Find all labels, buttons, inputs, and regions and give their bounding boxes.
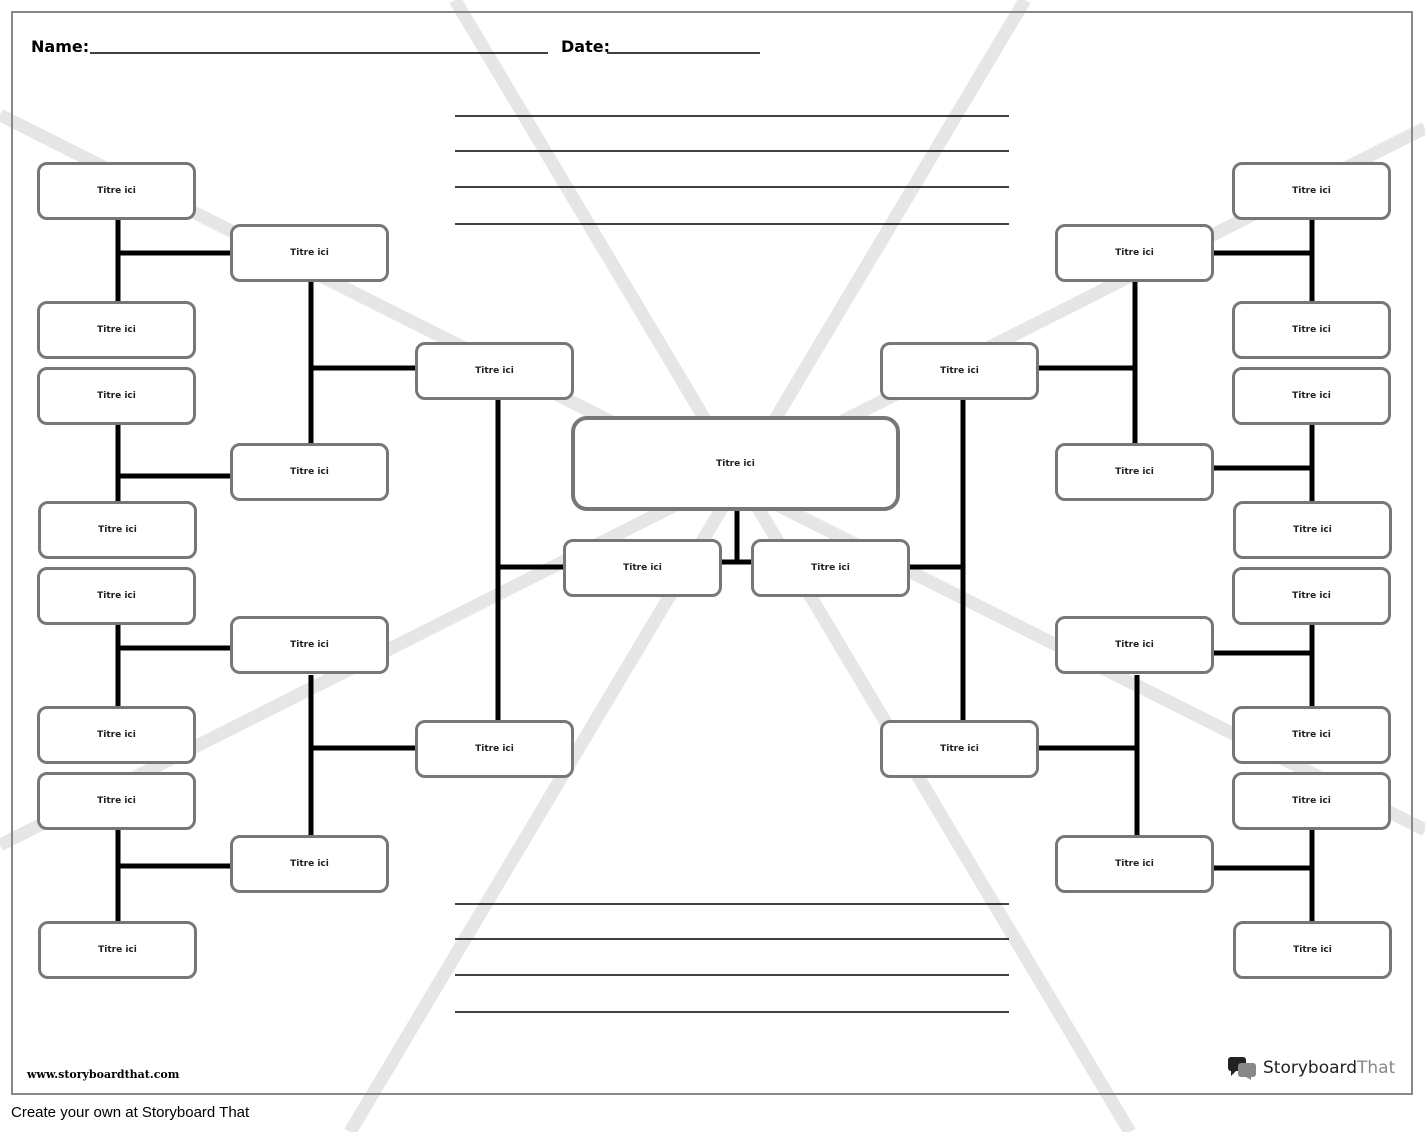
center-node[interactable]: Titre ici bbox=[571, 416, 900, 511]
node-center-right[interactable]: Titre ici bbox=[751, 539, 910, 597]
date-label: Date: bbox=[561, 37, 610, 56]
node-left-l3-6[interactable]: Titre ici bbox=[37, 706, 196, 764]
node-right-l1-top[interactable]: Titre ici bbox=[880, 342, 1039, 400]
node-left-l2-2[interactable]: Titre ici bbox=[230, 443, 389, 501]
node-right-l2-2[interactable]: Titre ici bbox=[1055, 443, 1214, 501]
node-right-l3-7[interactable]: Titre ici bbox=[1232, 772, 1391, 830]
node-left-l2-4[interactable]: Titre ici bbox=[230, 835, 389, 893]
node-left-l3-2[interactable]: Titre ici bbox=[37, 301, 196, 359]
node-right-l3-3[interactable]: Titre ici bbox=[1232, 367, 1391, 425]
node-left-l3-3[interactable]: Titre ici bbox=[37, 367, 196, 425]
node-right-l2-3[interactable]: Titre ici bbox=[1055, 616, 1214, 674]
logo-part2: That bbox=[1357, 1058, 1396, 1078]
footer-text: Create your own at Storyboard That bbox=[11, 1104, 250, 1121]
website-url: www.storyboardthat.com bbox=[27, 1068, 180, 1081]
writing-lines-bottom bbox=[455, 903, 1009, 1013]
node-right-l3-1[interactable]: Titre ici bbox=[1232, 162, 1391, 220]
node-left-l3-1[interactable]: Titre ici bbox=[37, 162, 196, 220]
node-center-left[interactable]: Titre ici bbox=[563, 539, 722, 597]
node-right-l3-2[interactable]: Titre ici bbox=[1232, 301, 1391, 359]
page-frame bbox=[11, 11, 1413, 1095]
node-right-l2-1[interactable]: Titre ici bbox=[1055, 224, 1214, 282]
node-left-l3-5[interactable]: Titre ici bbox=[37, 567, 196, 625]
node-left-l2-1[interactable]: Titre ici bbox=[230, 224, 389, 282]
node-left-l3-8[interactable]: Titre ici bbox=[38, 921, 197, 979]
speech-bubbles-icon bbox=[1228, 1057, 1256, 1080]
node-right-l3-5[interactable]: Titre ici bbox=[1232, 567, 1391, 625]
node-left-l1-bottom[interactable]: Titre ici bbox=[415, 720, 574, 778]
storyboardthat-logo: StoryboardThat bbox=[1227, 1056, 1395, 1080]
node-right-l3-6[interactable]: Titre ici bbox=[1232, 706, 1391, 764]
writing-lines-top bbox=[455, 115, 1009, 225]
name-label: Name: bbox=[31, 37, 90, 56]
node-right-l3-4[interactable]: Titre ici bbox=[1233, 501, 1392, 559]
node-left-l3-7[interactable]: Titre ici bbox=[37, 772, 196, 830]
node-left-l3-4[interactable]: Titre ici bbox=[38, 501, 197, 559]
node-left-l2-3[interactable]: Titre ici bbox=[230, 616, 389, 674]
logo-part1: Storyboard bbox=[1263, 1058, 1357, 1078]
node-right-l3-8[interactable]: Titre ici bbox=[1233, 921, 1392, 979]
node-right-l2-4[interactable]: Titre ici bbox=[1055, 835, 1214, 893]
connector-lines bbox=[115, 219, 1315, 922]
node-right-l1-bottom[interactable]: Titre ici bbox=[880, 720, 1039, 778]
node-left-l1-top[interactable]: Titre ici bbox=[415, 342, 574, 400]
